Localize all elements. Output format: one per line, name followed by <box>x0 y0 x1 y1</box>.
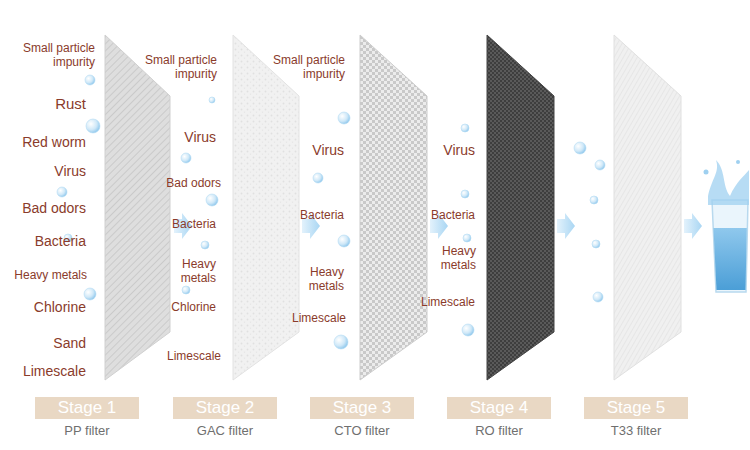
water-droplet <box>201 241 209 249</box>
stage-title: Stage 4 <box>447 397 551 419</box>
filter-name: PP filter <box>64 423 109 439</box>
contaminant-label: Limescale <box>167 349 221 363</box>
contaminant-label: Virus <box>54 163 86 180</box>
t33-filter-sheet <box>614 35 681 380</box>
pp-filter-sheet <box>105 35 170 380</box>
water-droplet <box>590 196 598 204</box>
water-droplet <box>85 75 95 85</box>
splash-drop <box>736 160 740 164</box>
contaminant-label: Heavy metals <box>304 265 344 294</box>
water-droplet <box>595 160 605 170</box>
cto-filter-sheet <box>360 35 427 380</box>
stage-box: Stage 1PP filter <box>35 397 139 419</box>
contaminant-label: Limescale <box>23 363 86 380</box>
flow-arrow <box>684 213 702 239</box>
stage-box: Stage 4RO filter <box>447 397 551 419</box>
contaminant-label: Rust <box>55 95 86 113</box>
water-droplet <box>182 286 190 294</box>
water-droplet <box>338 112 350 124</box>
contaminant-label: Chlorine <box>171 300 216 314</box>
contaminant-label: Red worm <box>22 134 86 151</box>
contaminant-label: Bacteria <box>35 233 86 250</box>
flow-arrow <box>557 213 575 239</box>
gac-filter-sheet <box>233 35 299 380</box>
water-droplet <box>313 173 323 183</box>
contaminant-label: Heavy metals <box>436 244 476 273</box>
contaminant-label: Heavy metals <box>14 268 87 282</box>
stage-title: Stage 2 <box>173 397 277 419</box>
water-droplet <box>57 187 67 197</box>
splash-drop <box>704 170 709 175</box>
water-droplet <box>206 194 218 206</box>
water-droplets <box>57 75 605 349</box>
water-droplet <box>462 324 474 336</box>
water-splash <box>708 160 749 205</box>
contaminant-label: Heavy metals <box>176 257 216 286</box>
stage-box: Stage 2GAC filter <box>173 397 277 419</box>
filter-name: CTO filter <box>334 423 389 439</box>
water-droplet <box>86 119 100 133</box>
stage-title: Stage 1 <box>35 397 139 419</box>
water-droplet <box>592 240 600 248</box>
contaminant-label: Small particle impurity <box>263 53 345 82</box>
stage-box: Stage 5T33 filter <box>584 397 688 419</box>
water-droplet <box>209 97 215 103</box>
water-droplet <box>463 234 471 242</box>
filter-name: GAC filter <box>197 423 253 439</box>
contaminant-label: Limescale <box>421 295 475 309</box>
filter-panels <box>105 35 681 380</box>
water-droplet <box>461 190 469 198</box>
water-droplet <box>181 153 191 163</box>
water-droplet <box>84 288 96 300</box>
water-droplet <box>593 292 603 302</box>
contaminant-label: Virus <box>184 129 216 146</box>
contaminant-label: Sand <box>53 335 86 352</box>
contaminant-label: Limescale <box>292 311 346 325</box>
stage-title: Stage 5 <box>584 397 688 419</box>
water-droplet <box>338 235 350 247</box>
water-glass <box>704 160 750 292</box>
filter-name: RO filter <box>475 423 523 439</box>
stage-box: Stage 3CTO filter <box>310 397 414 419</box>
contaminant-label: Bacteria <box>300 208 344 222</box>
glass-body <box>712 200 748 292</box>
water-droplet <box>461 124 469 132</box>
contaminant-label: Virus <box>312 142 344 159</box>
water-droplet <box>574 142 586 154</box>
contaminant-label: Virus <box>443 142 475 159</box>
contaminant-label: Small particle impurity <box>13 41 95 70</box>
contaminant-label: Chlorine <box>34 299 86 316</box>
contaminant-label: Bacteria <box>431 208 475 222</box>
water-droplet <box>334 335 348 349</box>
ro-filter-sheet <box>487 35 554 380</box>
contaminant-label: Bad odors <box>22 200 86 217</box>
contaminant-label: Bacteria <box>172 217 216 231</box>
stage-title: Stage 3 <box>310 397 414 419</box>
glass-water <box>714 228 747 290</box>
filter-name: T33 filter <box>611 423 662 439</box>
contaminant-label: Small particle impurity <box>137 53 217 82</box>
contaminant-label: Bad odors <box>166 176 221 190</box>
